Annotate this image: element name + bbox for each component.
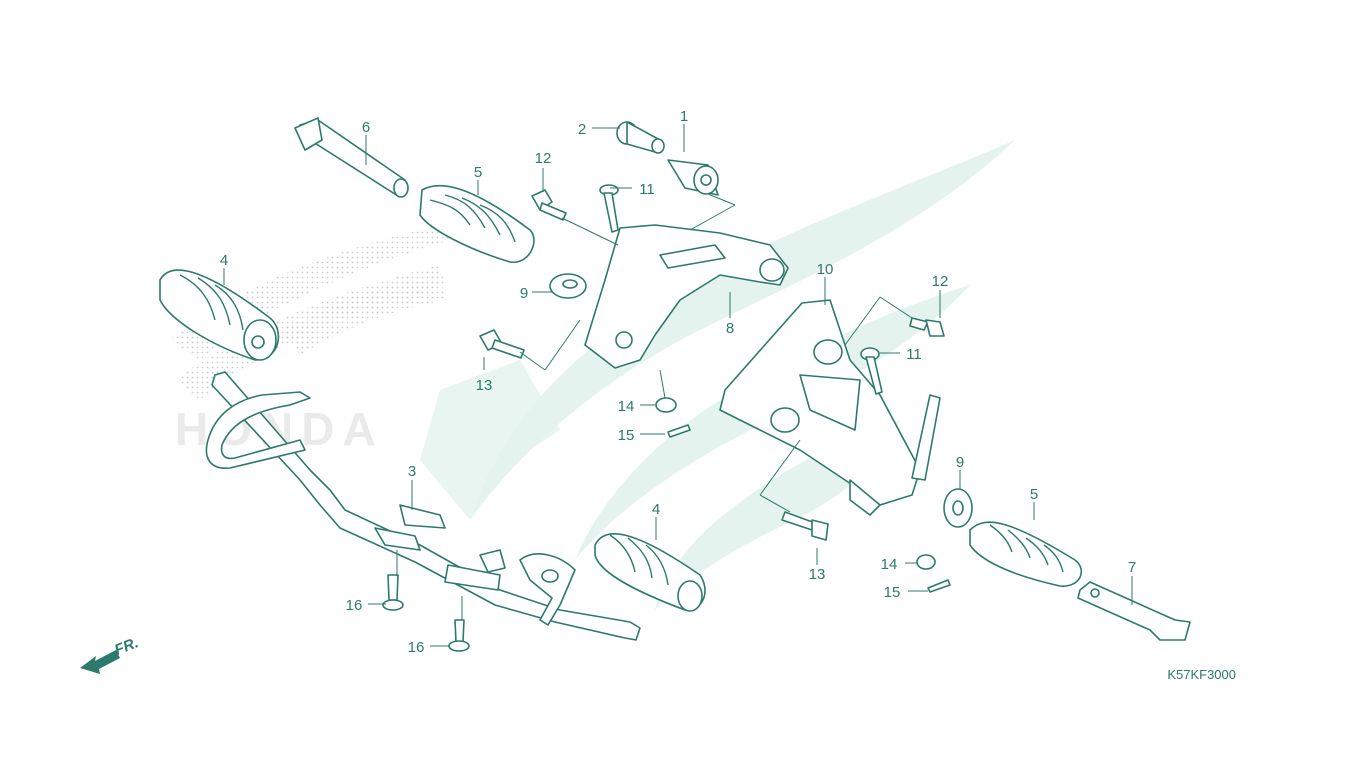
callout-6: 6	[362, 119, 370, 136]
callout-16-lower: 16	[408, 639, 425, 656]
callout-14-upper: 14	[618, 398, 635, 415]
part-15-cotter-pin-right	[927, 579, 951, 593]
callout-5-upper: 5	[474, 164, 482, 181]
leader-lines	[223, 124, 1133, 647]
part-16-bolt-left	[382, 574, 404, 611]
part-7-plate	[1077, 581, 1191, 641]
part-11-pin-right	[860, 347, 883, 395]
callout-1: 1	[680, 108, 688, 125]
part-14-washer-upper	[655, 397, 677, 413]
callout-3: 3	[408, 463, 416, 480]
part-9-washer-right	[943, 488, 973, 528]
part-5-footpeg-rubber-right	[969, 521, 1083, 587]
part-13-bolt-upper	[479, 329, 525, 359]
callout-15-right: 15	[884, 584, 901, 601]
callout-13-lower: 13	[809, 566, 826, 583]
part-2-collar	[616, 121, 665, 154]
callout-14-right: 14	[881, 556, 898, 573]
part-13-bolt-lower	[781, 511, 829, 541]
part-6-pin	[294, 117, 409, 198]
part-5-footpeg-rubber-upper	[419, 184, 535, 263]
diagram-code: K57KF3000	[1167, 667, 1236, 682]
front-arrow-icon	[80, 650, 120, 674]
callout-2: 2	[578, 121, 586, 138]
wing-logo-watermark: HONDA	[175, 140, 1015, 610]
callout-12-right: 12	[932, 273, 949, 290]
callout-12-upper: 12	[535, 150, 552, 167]
part-12-bolt-upper	[531, 189, 567, 221]
front-marker-label: FR.	[112, 634, 141, 659]
callout-10: 10	[817, 261, 834, 278]
part-8-footrest-bracket	[584, 224, 789, 369]
callout-8: 8	[726, 320, 734, 337]
callout-16-left: 16	[346, 597, 363, 614]
part-9-washer-upper	[549, 273, 587, 299]
part-3-step-assembly	[205, 371, 641, 641]
part-4-footpeg-rubber-center	[594, 533, 706, 612]
part-14-washer-right	[916, 554, 936, 570]
part-1-bushing	[667, 159, 719, 196]
part-4-footpeg-rubber-left	[159, 269, 280, 361]
callout-11-right: 11	[906, 346, 922, 363]
part-10-footrest-holder	[719, 299, 941, 516]
part-15-cotter-pin-upper	[667, 424, 691, 438]
callout-4-left: 4	[220, 252, 228, 269]
part-11-pin-upper	[599, 184, 619, 233]
callout-9-upper: 9	[520, 285, 528, 302]
callout-11-upper: 11	[639, 181, 655, 198]
callout-15-upper: 15	[618, 427, 635, 444]
callout-5-right: 5	[1030, 486, 1038, 503]
callout-13-upper: 13	[476, 377, 493, 394]
part-16-bolt-lower	[448, 619, 470, 652]
part-12-bolt-right	[909, 317, 945, 337]
callout-9-right: 9	[956, 454, 964, 471]
callout-7: 7	[1128, 559, 1136, 576]
callout-4-center: 4	[652, 501, 660, 518]
